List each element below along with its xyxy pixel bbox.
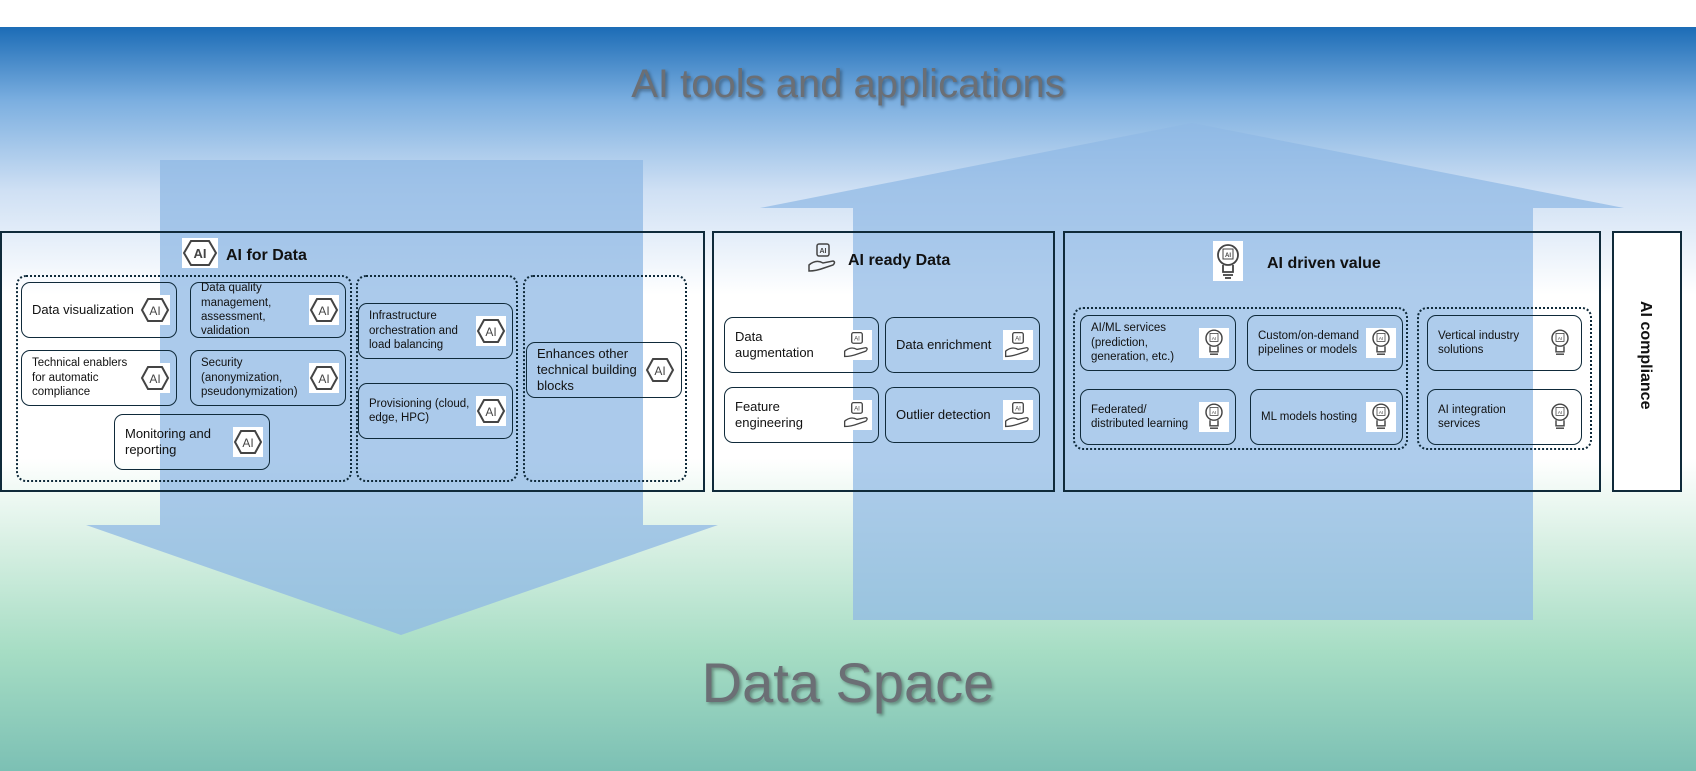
ai-hexagon-icon: AI: [476, 316, 506, 346]
group-4: [1073, 307, 1408, 450]
svg-text:AI: AI: [485, 325, 496, 339]
compliance-label: AI compliance: [1637, 301, 1654, 410]
svg-text:AI: AI: [820, 248, 827, 255]
item-technical-enablers: Technical enablers for automatic complia…: [21, 350, 177, 406]
svg-text:AI: AI: [1558, 336, 1563, 342]
ai-chip-hand-icon: AI: [806, 241, 840, 280]
ai-hexagon-icon: AI: [476, 396, 506, 426]
ai-lightbulb-icon: AI: [1545, 402, 1575, 432]
down-arrow: [86, 160, 718, 635]
item-infrastructure: Infrastructure orchestration and load ba…: [358, 303, 513, 359]
bottom-title: Data Space: [701, 651, 995, 714]
svg-text:AI: AI: [149, 372, 160, 386]
ai-lightbulb-icon: AI: [1366, 402, 1396, 432]
panel-title: AI AI ready Data: [806, 241, 950, 280]
panel-title: AI AI driven value: [1213, 241, 1381, 286]
svg-text:AI: AI: [1379, 410, 1384, 416]
item-provisioning: Provisioning (cloud, edge, HPC)AI: [358, 383, 513, 439]
ai-chip-hand-icon: AI: [1003, 330, 1033, 360]
svg-text:AI: AI: [1558, 410, 1563, 416]
svg-text:AI: AI: [1015, 336, 1021, 343]
panel-title: AI AI for Data: [182, 238, 307, 273]
item-aiml-services: AI/ML services (prediction, generation, …: [1080, 315, 1236, 371]
group-1: [16, 275, 352, 482]
svg-text:AI: AI: [149, 304, 160, 318]
panel-ai-driven-value: AI AI driven value AI/ML services (predi…: [1063, 231, 1601, 492]
ai-lightbulb-icon: AI: [1213, 241, 1243, 286]
svg-text:AI: AI: [854, 336, 860, 343]
svg-text:AI: AI: [242, 436, 253, 450]
ai-lightbulb-icon: AI: [1199, 402, 1229, 432]
ai-hexagon-icon: AI: [182, 238, 218, 273]
svg-text:AI: AI: [654, 364, 665, 378]
ai-chip-hand-icon: AI: [842, 400, 872, 430]
ai-lightbulb-icon: AI: [1366, 328, 1396, 358]
ai-hexagon-icon: AI: [645, 355, 675, 385]
up-arrow: [760, 123, 1624, 620]
ai-chip-hand-icon: AI: [842, 330, 872, 360]
group-5: [1417, 307, 1592, 450]
item-enhances: Enhances other technical building blocks…: [526, 342, 682, 398]
svg-text:AI: AI: [194, 246, 207, 261]
svg-text:AI: AI: [1212, 336, 1217, 342]
title-text: AI driven value: [1267, 254, 1381, 272]
ai-hexagon-icon: AI: [309, 295, 339, 325]
svg-text:AI: AI: [318, 372, 329, 386]
svg-text:AI: AI: [318, 304, 329, 318]
group-3: [523, 275, 687, 482]
ai-hexagon-icon: AI: [140, 363, 170, 393]
svg-text:AI: AI: [1015, 406, 1021, 413]
svg-text:AI: AI: [1379, 336, 1384, 342]
svg-text:AI: AI: [485, 405, 496, 419]
panel-ai-compliance: AI compliance: [1612, 231, 1682, 492]
ai-hexagon-icon: AI: [233, 427, 263, 457]
ai-lightbulb-icon: AI: [1545, 328, 1575, 358]
item-security: Security (anonymization, pseudonymizatio…: [190, 350, 346, 406]
group-2: [356, 275, 518, 482]
title-text: AI ready Data: [848, 251, 951, 269]
ai-lightbulb-icon: AI: [1199, 328, 1229, 358]
item-data-quality: Data quality management, assessment, val…: [190, 282, 346, 338]
top-title: AI tools and applications: [631, 62, 1065, 106]
ai-hexagon-icon: AI: [309, 363, 339, 393]
svg-text:AI: AI: [1212, 410, 1217, 416]
title-text: AI for Data: [226, 246, 307, 264]
svg-text:AI: AI: [1225, 253, 1231, 259]
ai-hexagon-icon: AI: [140, 295, 170, 325]
svg-text:AI: AI: [854, 406, 860, 413]
ai-chip-hand-icon: AI: [1003, 400, 1033, 430]
